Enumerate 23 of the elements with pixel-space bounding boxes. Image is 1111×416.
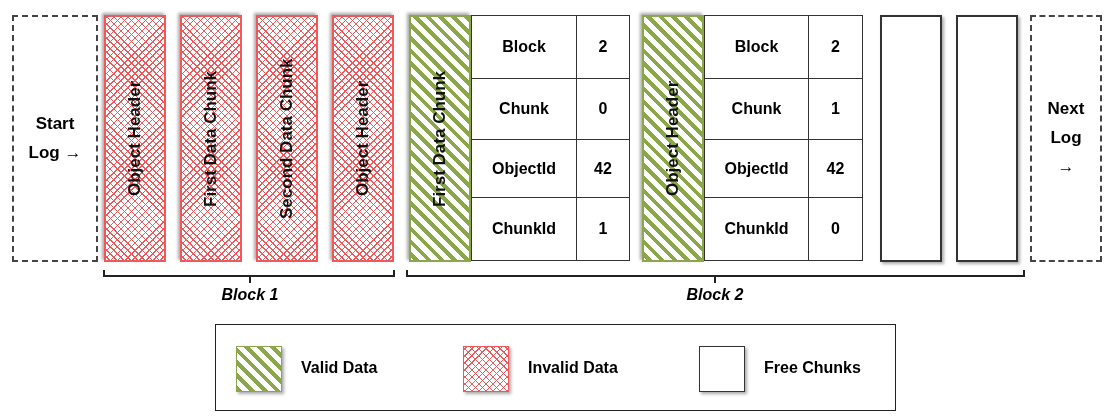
free-chunk: [956, 15, 1018, 262]
invalid-chunk: Second Data Chunk: [256, 15, 318, 262]
bracket-label: Block 1: [220, 286, 280, 304]
table-cell: Block: [704, 15, 809, 79]
legend-label: Free Chunks: [764, 359, 861, 377]
log-boundary-box: Start Log →: [12, 15, 98, 262]
invalid-chunk: Object Header: [332, 15, 394, 262]
bracket-label: Block 2: [685, 286, 745, 304]
log-boundary-box: Next Log →: [1030, 15, 1102, 262]
table-cell: Block: [471, 15, 577, 79]
free-chunk: [880, 15, 942, 262]
table-cell: ChunkId: [471, 197, 577, 261]
table-cell: 1: [576, 197, 630, 261]
table-cell: 2: [808, 15, 863, 79]
invalid-chunk: Object Header: [104, 15, 166, 262]
legend-label: Invalid Data: [528, 359, 618, 377]
legend-label: Valid Data: [301, 359, 378, 377]
table-cell: ChunkId: [704, 197, 809, 261]
valid-chunk: Object Header: [642, 15, 704, 262]
table-cell: 2: [576, 15, 630, 79]
valid-chunk: First Data Chunk: [409, 15, 471, 262]
invalid-chunk: First Data Chunk: [180, 15, 242, 262]
table-cell: 0: [808, 197, 863, 261]
